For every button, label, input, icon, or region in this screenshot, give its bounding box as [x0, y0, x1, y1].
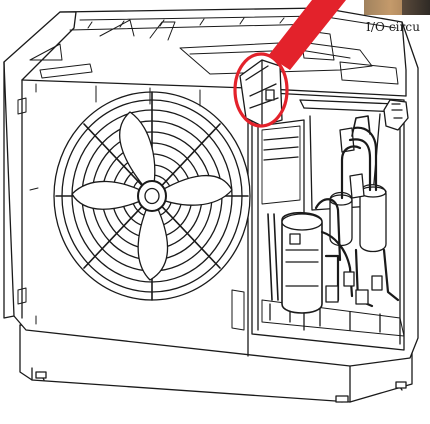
front-panel-ribs	[17, 83, 245, 331]
io-board-caption: I/O circu	[366, 20, 421, 34]
highlight-callout	[233, 0, 346, 128]
io-board-photo-thumbnail	[364, 0, 430, 15]
io-board-bracket	[239, 59, 283, 127]
pointer-arrow	[268, 0, 346, 70]
compressor	[267, 115, 400, 314]
fan-guard	[53, 91, 251, 301]
io-board-highlight-circle	[233, 52, 289, 128]
